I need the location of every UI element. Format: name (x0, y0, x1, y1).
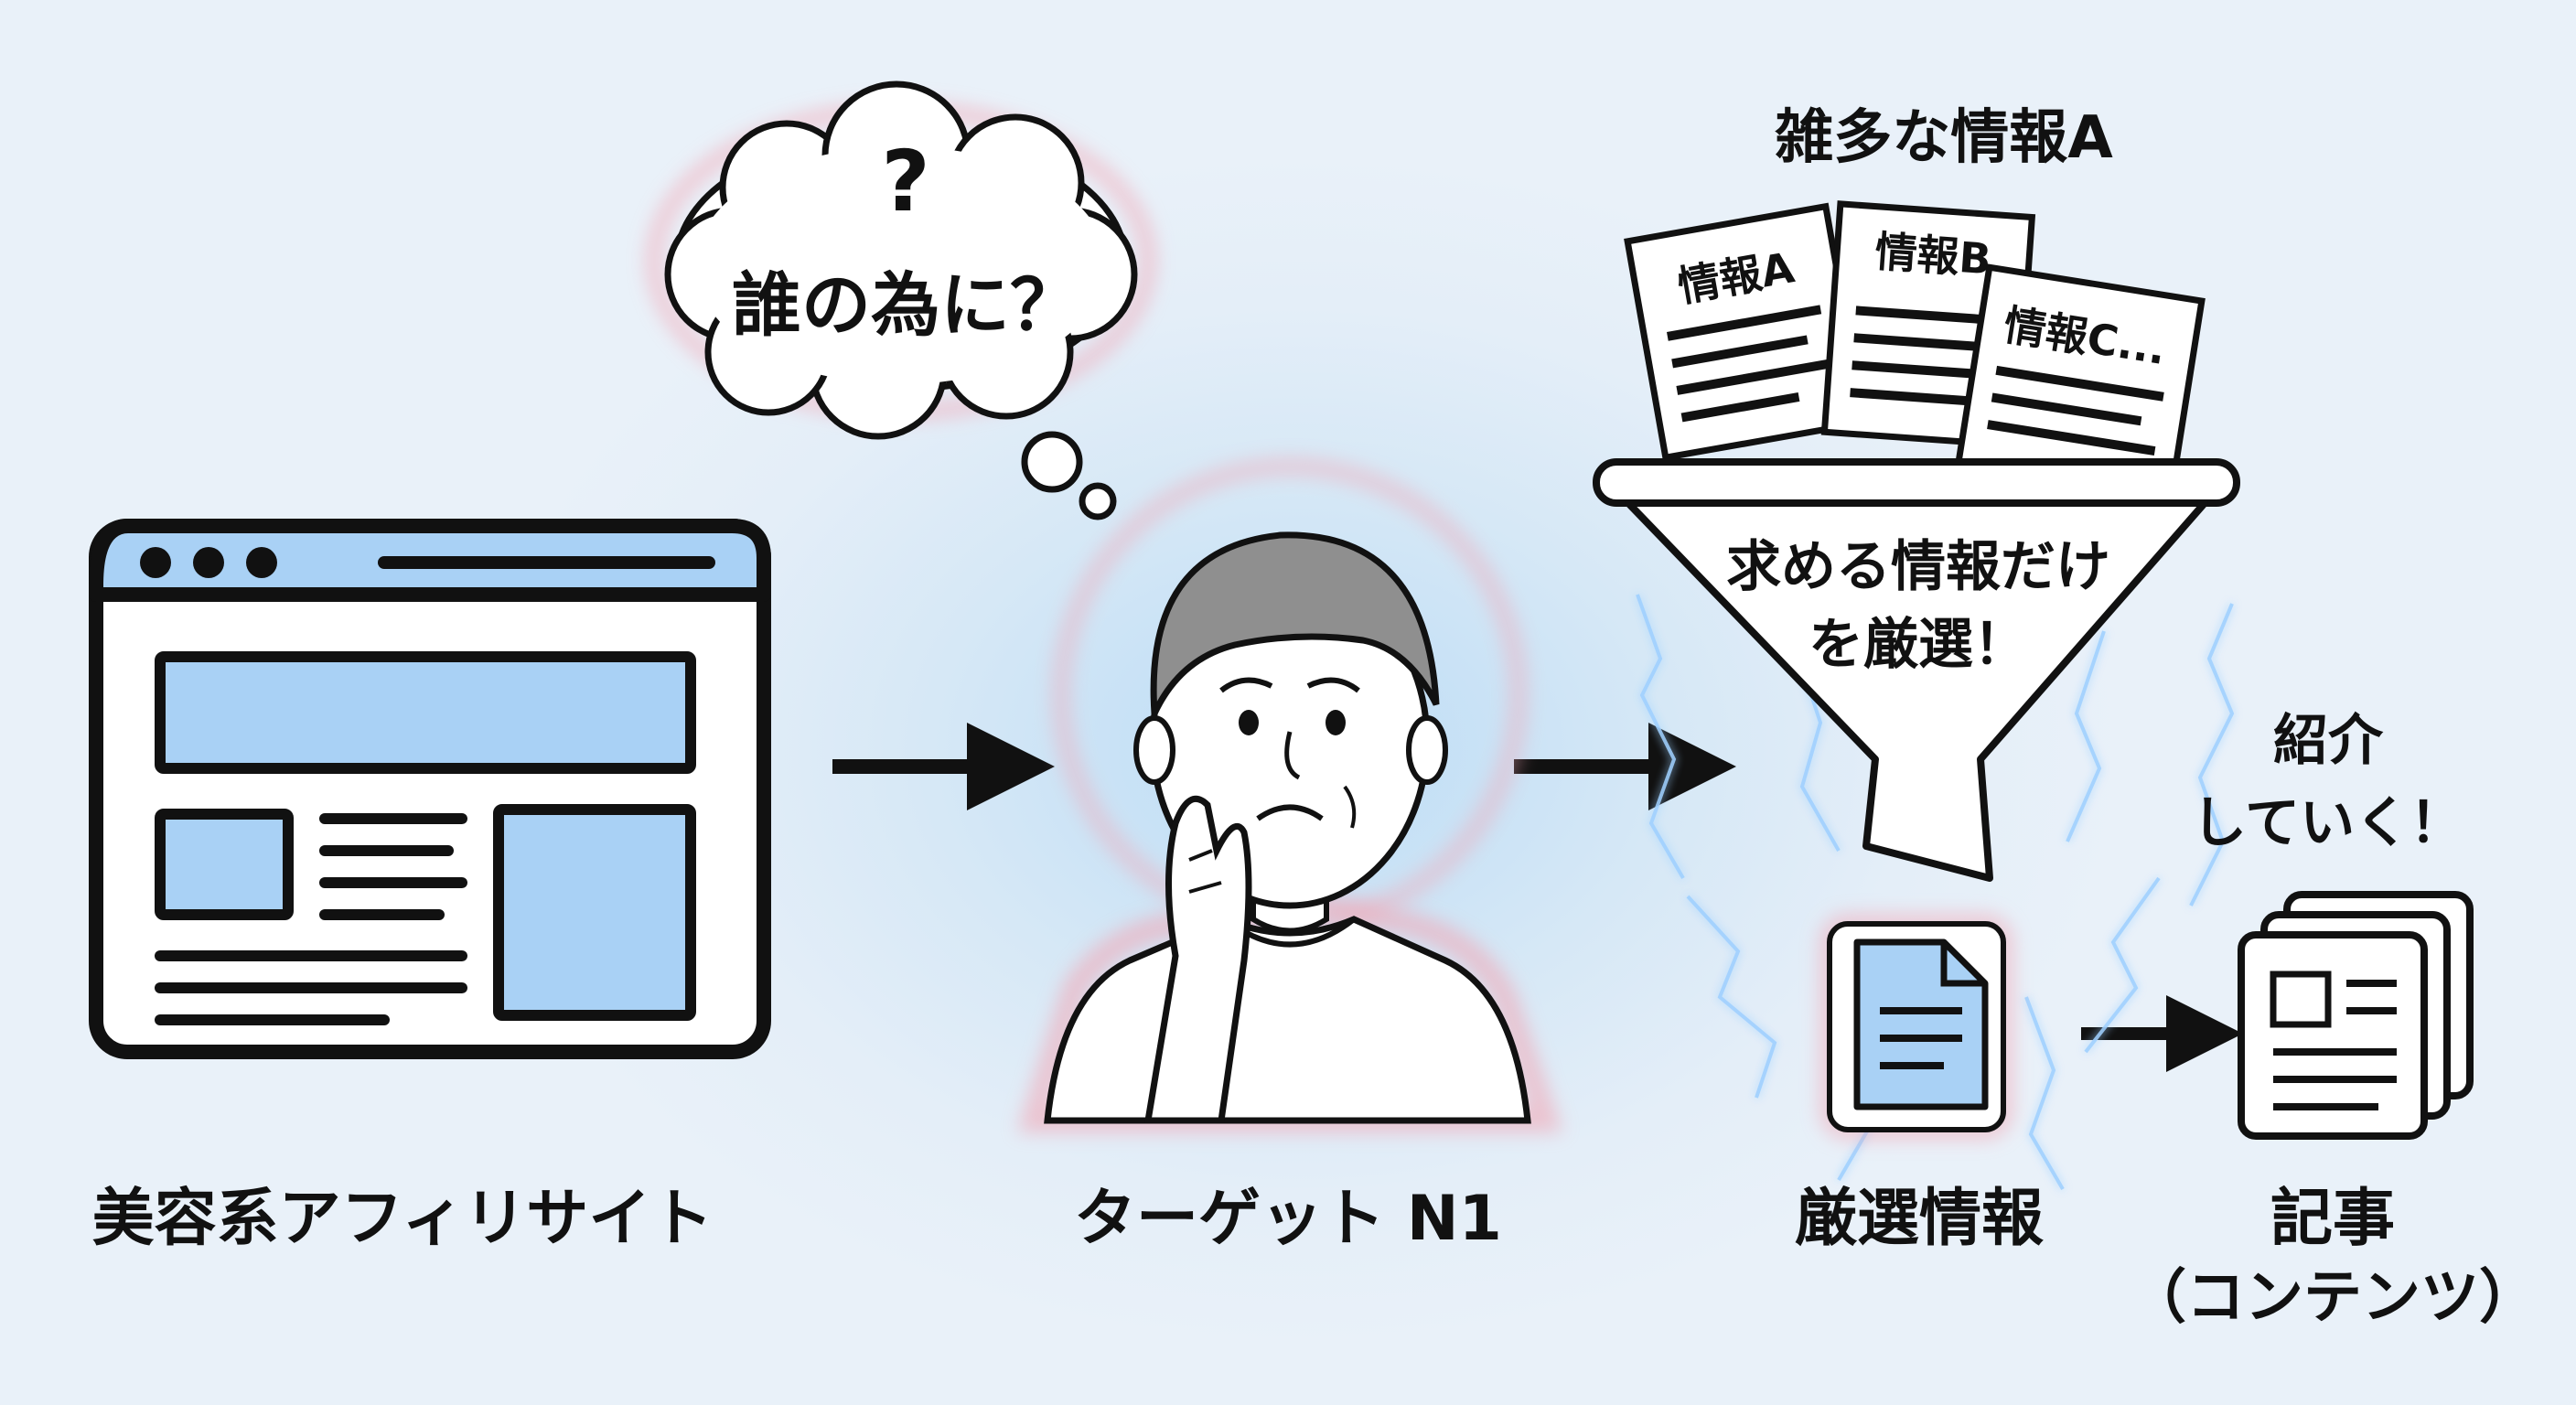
funnel-top-title: 雑多な情報A (1774, 104, 2113, 172)
doc-b-label: 情報B (1873, 227, 1993, 284)
browser-window-icon (89, 519, 771, 1059)
thought-bubble: ? 誰の為に？ (646, 80, 1156, 520)
funnel-text-line2: を厳選！ (1809, 613, 2028, 677)
article-label-line1: 記事 (2270, 1183, 2395, 1255)
site-label: 美容系アフィリサイト (92, 1183, 714, 1255)
article-stack-icon (2238, 891, 2474, 1140)
doc-c-icon: 情報C... (1954, 263, 2206, 504)
thought-text: 誰の為に？ (732, 264, 1079, 346)
selected-document-icon (1819, 914, 2013, 1140)
documents-stack: 情報A 情報B 情報C... (1624, 200, 2206, 504)
target-label: ターゲット N1 (1074, 1183, 1502, 1255)
target-person-icon (1017, 457, 1563, 1132)
intro-line1: 紹介 (2273, 709, 2384, 773)
funnel-text-line1: 求める情報だけ (1726, 535, 2110, 599)
doc-a-icon: 情報A (1624, 202, 1868, 462)
lightning-effect (1636, 594, 2235, 1191)
funnel-icon: 求める情報だけ を厳選！ (1593, 458, 2240, 882)
intro-line2: していく！ (2192, 791, 2464, 855)
selected-label: 厳選情報 (1795, 1183, 2044, 1255)
thought-question-mark: ? (881, 133, 929, 231)
article-label-line2: （コンテンツ） (2128, 1264, 2538, 1332)
